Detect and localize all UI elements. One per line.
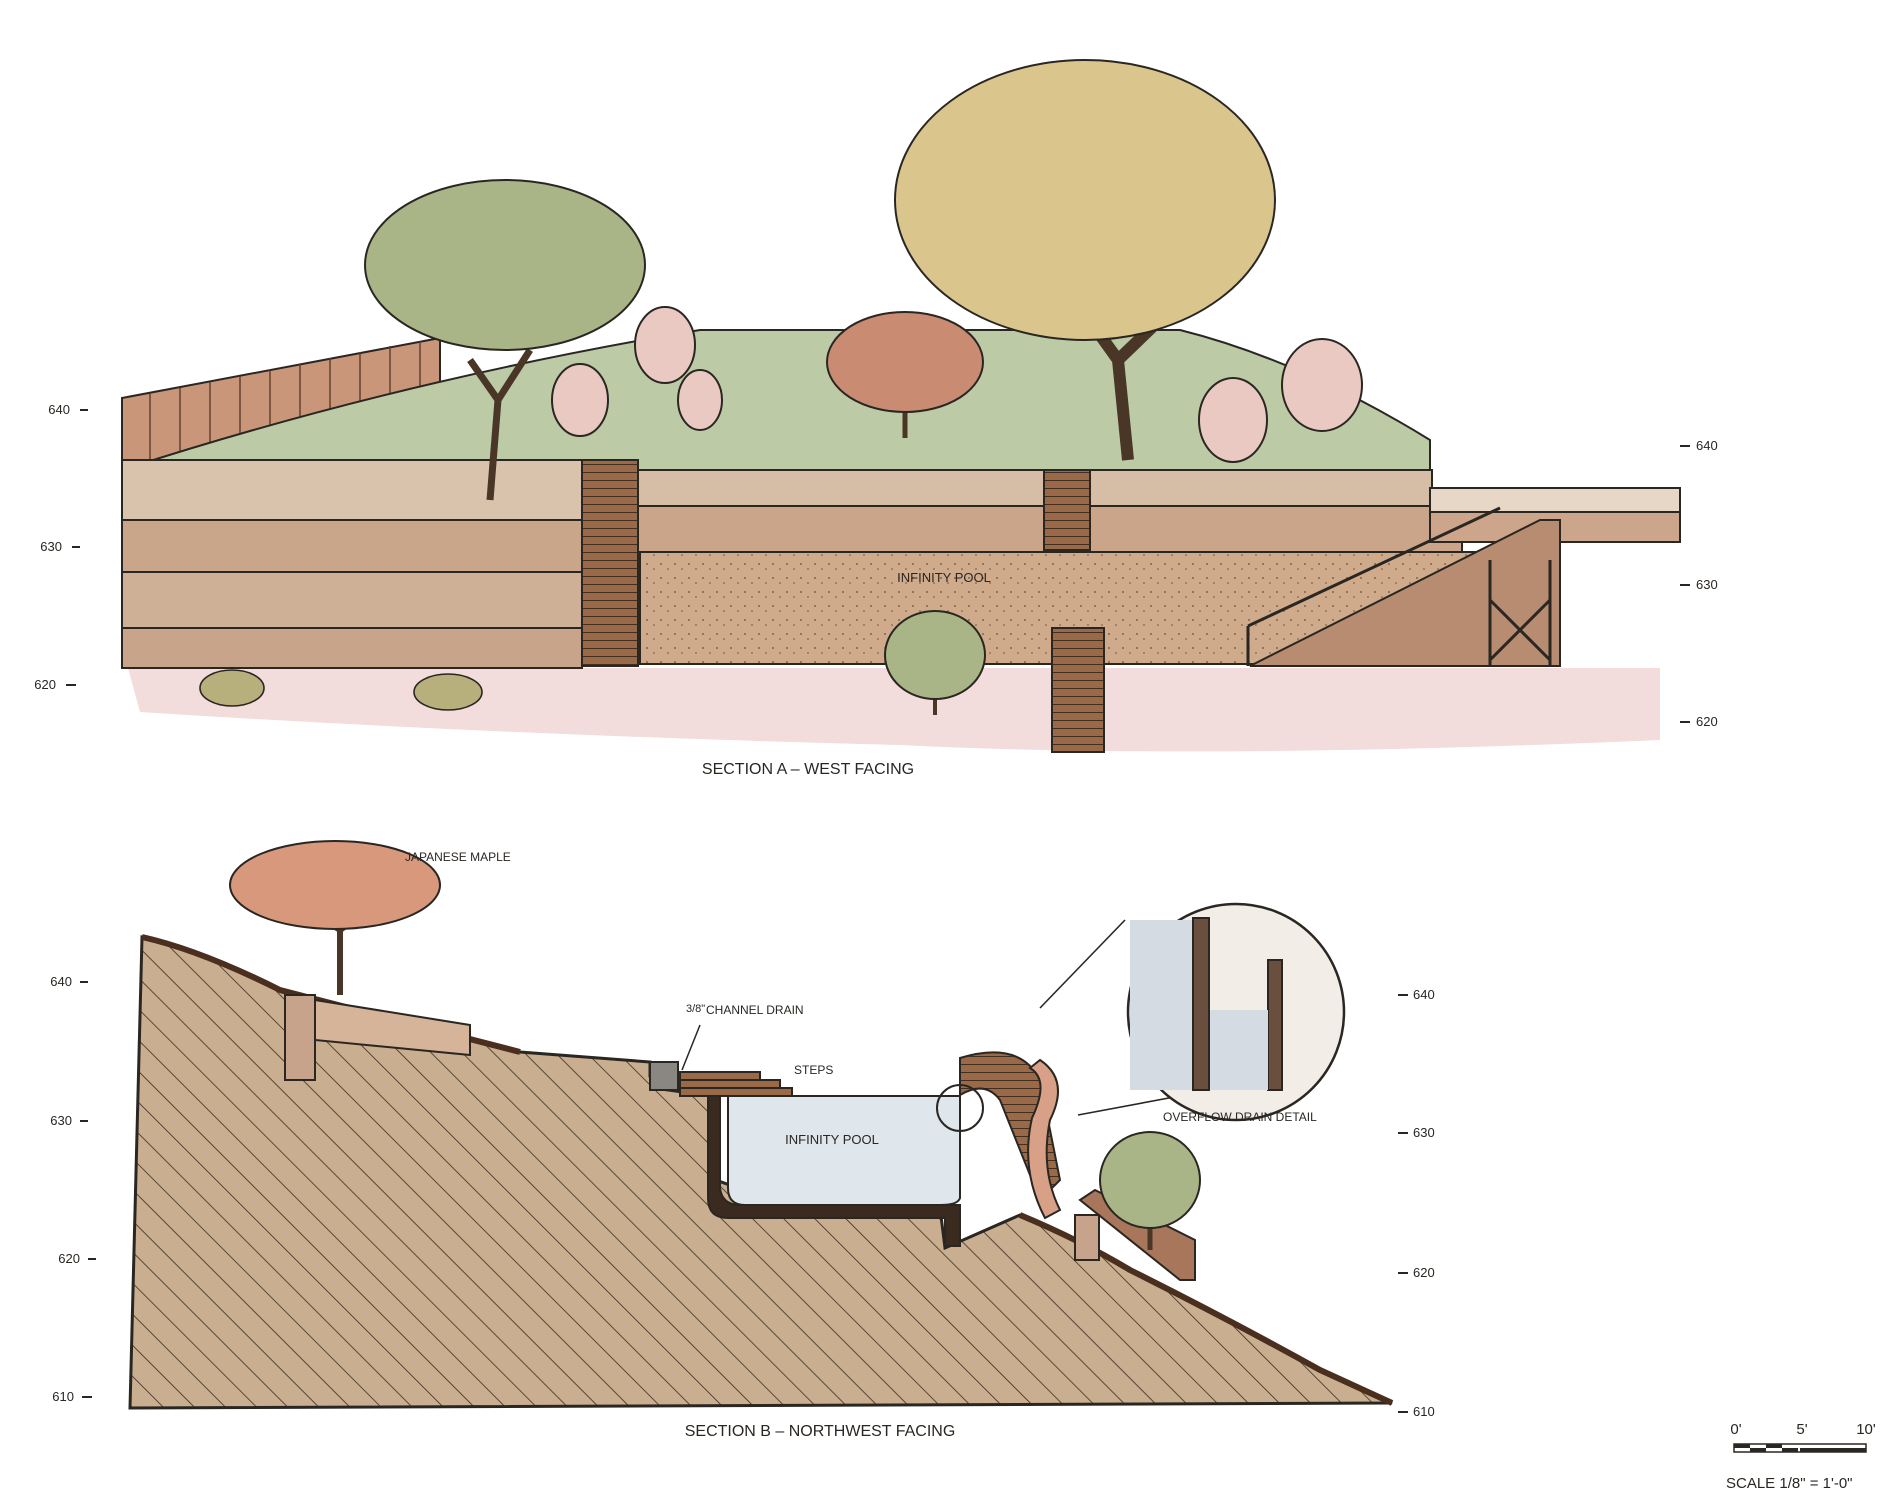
ground-shrubs-a — [199, 669, 483, 711]
ground-profile — [141, 934, 1394, 1406]
stair-a-diagonal — [1249, 519, 1561, 667]
stair-a-center — [1043, 469, 1091, 551]
elev-b-right-640: 640 — [1413, 987, 1435, 1002]
stone-wall-right — [1074, 1214, 1100, 1261]
deck — [1429, 487, 1681, 513]
scale-bar: 0' 5' 10' SCALE 1/8" = 1'-0" — [1726, 1421, 1876, 1492]
pool-shell — [649, 1068, 961, 1247]
section-a: INFINITY POOL SECTION A – WEST FACING 64… — [34, 59, 1718, 778]
elev-b-left-610: 610 — [52, 1389, 74, 1404]
pool-band — [581, 505, 1463, 553]
elev-a-left-640: 640 — [48, 402, 70, 417]
elev-b-right-610: 610 — [1413, 1404, 1435, 1419]
terrace-bed-2 — [121, 519, 583, 573]
overflow-drain-detail — [1039, 902, 1346, 1122]
drain-leader — [681, 1024, 701, 1071]
elev-a-right-640: 640 — [1696, 438, 1718, 453]
tree-gold-right — [894, 59, 1276, 461]
shrub-green-a — [884, 610, 986, 715]
elev-a-left-630: 630 — [40, 539, 62, 554]
elev-a-right-620: 620 — [1696, 714, 1718, 729]
channel-drain-block — [649, 1061, 679, 1091]
section-a-ground-tint — [128, 668, 1660, 752]
stair-support — [1488, 560, 1552, 666]
label-overflow-drain-detail: OVERFLOW DRAIN DETAIL — [1163, 1110, 1317, 1124]
elev-a-left-620: 620 — [34, 677, 56, 692]
section-a-title: SECTION A – WEST FACING — [702, 761, 914, 778]
label-drain-fraction: 3/8" — [686, 1003, 705, 1015]
section-b: JAPANESE MAPLE 3/8" CHANNEL DRAIN STEPS … — [50, 840, 1435, 1440]
scale-mark-5: 5' — [1796, 1421, 1807, 1438]
scale-mark-0: 0' — [1730, 1421, 1741, 1438]
scale-text: SCALE 1/8" = 1'-0" — [1726, 1475, 1853, 1492]
terrace-bed-3 — [121, 571, 583, 629]
stone-wall-left — [284, 994, 316, 1081]
elev-b-left-620: 620 — [58, 1251, 80, 1266]
stair-a-left — [581, 459, 639, 667]
pool-steps — [679, 1071, 793, 1097]
tree-green-b — [1099, 1131, 1201, 1250]
label-japanese-maple: JAPANESE MAPLE — [405, 850, 511, 864]
upper-walk — [581, 469, 1433, 507]
stair-a-down — [1051, 627, 1105, 753]
elev-b-left-640: 640 — [50, 974, 72, 989]
stair-a-diagonal-rail — [1246, 506, 1501, 666]
elev-b-left-630: 630 — [50, 1113, 72, 1128]
tree-red-maple-a — [826, 311, 984, 438]
overflow-drain-callout — [936, 1084, 984, 1132]
pool-label-a: INFINITY POOL — [897, 570, 991, 585]
terrace-bed-1 — [121, 459, 583, 521]
tree-green-left — [364, 179, 646, 501]
label-infinity-pool-b: INFINITY POOL — [785, 1132, 879, 1147]
stair-b-lower — [1078, 1188, 1196, 1281]
stone-terrace — [314, 998, 471, 1057]
slide — [1027, 1058, 1062, 1220]
section-b-elevations-left: 640 630 620 610 — [50, 974, 96, 1404]
japanese-maple-tree — [229, 840, 441, 995]
elev-b-right-620: 620 — [1413, 1265, 1435, 1280]
section-b-title: SECTION B – NORTHWEST FACING — [685, 1423, 956, 1440]
elev-b-right-630: 630 — [1413, 1125, 1435, 1140]
section-a-elevations-right: 640 630 620 — [1680, 438, 1718, 729]
scale-mark-10: 10' — [1856, 1421, 1876, 1438]
section-a-elevations-left: 640 630 620 — [34, 402, 88, 692]
terrace-bed-4 — [121, 627, 583, 669]
pool-water — [727, 1095, 961, 1206]
elev-a-right-630: 630 — [1696, 577, 1718, 592]
section-b-elevations-right: 640 630 620 610 — [1398, 987, 1435, 1419]
label-steps: STEPS — [794, 1063, 833, 1077]
shrubs-a — [551, 306, 1363, 463]
label-channel-drain: CHANNEL DRAIN — [706, 1003, 804, 1017]
